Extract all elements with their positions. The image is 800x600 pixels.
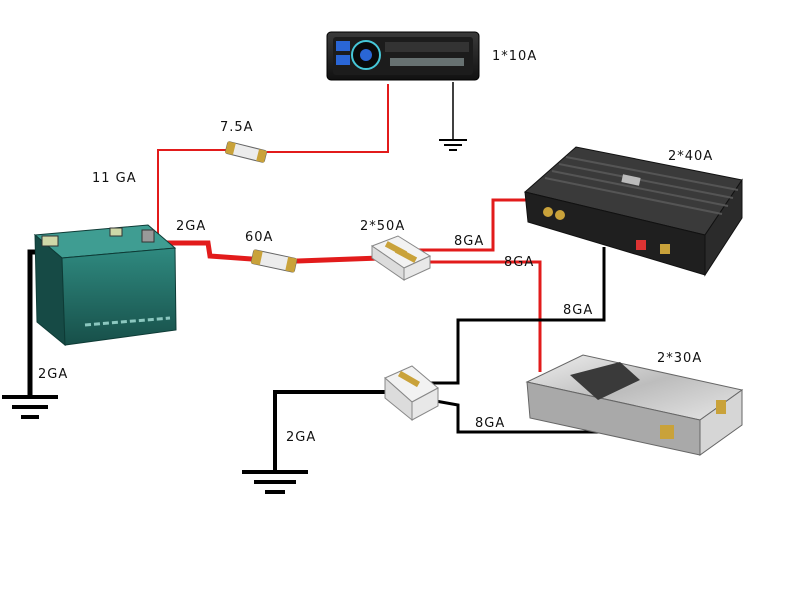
ground-wire-amp1 <box>430 247 606 385</box>
amp1-rating-label: 2*40A <box>668 149 713 164</box>
amp2-rating-label: 2*30A <box>657 351 702 366</box>
wire-battery-ground-label: 2GA <box>38 367 68 382</box>
head-unit-rating-label: 1*10A <box>492 49 537 64</box>
wire-block-ground-label: 2GA <box>286 430 316 445</box>
wire-amp1-power-label: 8GA <box>454 234 484 249</box>
amplifier-1 <box>523 146 743 277</box>
battery <box>33 224 177 347</box>
ground-wire-amp2 <box>429 398 600 434</box>
fuse-main-label: 60A <box>245 230 273 245</box>
wire-amp2-power-label: 8GA <box>504 255 534 270</box>
ground-wire-block <box>273 390 392 470</box>
fuse-block-label: 2*50A <box>360 219 405 234</box>
fuse-head-unit-label: 7.5A <box>220 120 254 135</box>
fuse-head-unit <box>225 141 267 163</box>
ground-symbol-block <box>242 470 308 494</box>
fuse-distribution-block <box>370 235 432 281</box>
wire-amp2-ground-label: 8GA <box>475 416 505 431</box>
fuse-main <box>250 249 298 273</box>
power-wire-amp1 <box>415 198 527 252</box>
ground-symbol-battery <box>2 395 58 419</box>
ground-distribution-block <box>384 365 439 422</box>
wire-head-unit-label: 11 GA <box>92 171 137 186</box>
ground-symbol-head-unit <box>439 139 467 151</box>
power-wire-main <box>158 240 381 264</box>
power-wire-amp2 <box>420 260 542 372</box>
amplifier-2 <box>525 354 744 456</box>
head-unit <box>326 31 480 81</box>
wire-main-power-label: 2GA <box>176 219 206 234</box>
wire-amp1-ground-label: 8GA <box>563 303 593 318</box>
